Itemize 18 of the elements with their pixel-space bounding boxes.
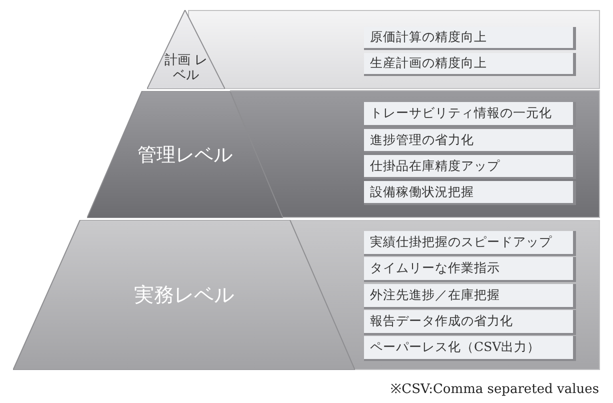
list-item: 外注先進捗／在庫把握 (364, 284, 576, 309)
list-item: タイムリーな作業指示 (364, 257, 576, 282)
level-label: 計画 レベル (163, 54, 209, 84)
list-item: 進捗管理の省力化 (364, 129, 576, 153)
level-label: 実務レベル (133, 282, 235, 308)
footnote: ※CSV:Comma separeted values (390, 381, 599, 397)
list-item: 報告データ作成の省力化 (364, 310, 576, 335)
list-item: トレーサビリティ情報の一元化 (364, 102, 576, 127)
pyramid-section (13, 220, 355, 370)
pyramid-section (147, 10, 225, 89)
list-item: 原価計算の精度向上 (364, 27, 576, 50)
list-item: ペーパーレス化（CSV出力） (364, 336, 576, 361)
pyramid-section (87, 91, 283, 218)
level-label: 管理レベル (136, 142, 234, 168)
list-item: 実績仕掛把握のスピードアップ (364, 231, 576, 256)
list-item: 設備稼働状況把握 (364, 181, 576, 205)
list-item: 仕掛品在庫精度アップ (364, 155, 576, 179)
list-item: 生産計画の精度向上 (364, 53, 576, 76)
